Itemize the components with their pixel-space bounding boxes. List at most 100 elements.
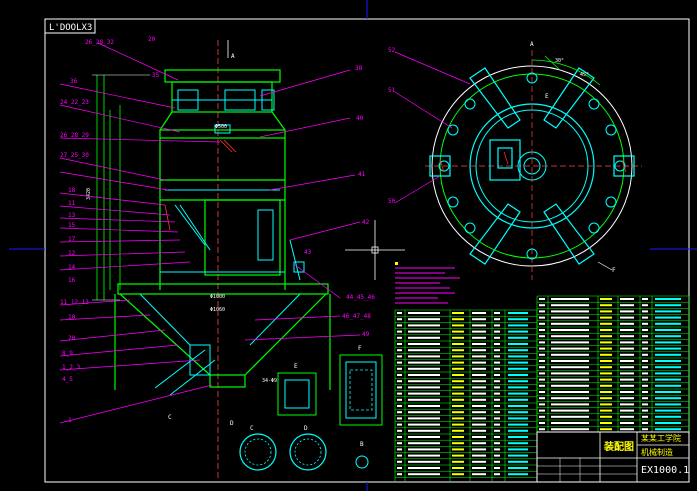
- table-cell-text: [551, 322, 589, 325]
- table-cell-text: [539, 415, 545, 418]
- table-cell-text: [452, 442, 464, 445]
- table-cell-text: [620, 316, 634, 319]
- table-cell-text: [494, 374, 500, 376]
- table-cell-text: [551, 304, 589, 307]
- table-cell-text: [620, 366, 634, 369]
- table-cell-text: [551, 384, 589, 387]
- table-cell-text: [452, 330, 464, 333]
- callout-11: 11: [68, 200, 76, 207]
- table-cell-text: [539, 403, 545, 406]
- table-cell-text: [494, 467, 500, 469]
- table-cell-text: [472, 423, 486, 426]
- svg-text:Φ500: Φ500: [215, 124, 227, 130]
- detail-c-label: C: [250, 425, 254, 432]
- table-cell-text: [620, 304, 634, 307]
- table-cell-text: [539, 422, 545, 424]
- table-cell-text: [408, 436, 440, 438]
- callout-40: 40: [356, 115, 364, 122]
- table-cell-text: [494, 336, 500, 339]
- table-cell-text: [408, 448, 440, 451]
- table-cell-text: [472, 318, 486, 321]
- right-callouts: [244, 69, 361, 341]
- table-cell-text: [600, 316, 612, 319]
- table-cell-text: [494, 324, 500, 327]
- table-cell-text: [655, 347, 681, 350]
- table-cell-text: [494, 454, 500, 457]
- table-cell-text: [642, 329, 648, 331]
- table-cell-text: [642, 310, 648, 313]
- table-cell-text: [508, 448, 528, 451]
- table-cell-text: [397, 343, 402, 345]
- table-cell-text: [655, 353, 681, 356]
- table-cell-text: [539, 397, 545, 400]
- table-cell-text: [600, 409, 612, 412]
- table-cell-text: [508, 330, 528, 333]
- callout-4-5: 4_5: [62, 376, 73, 383]
- callout-38: 38: [355, 65, 363, 72]
- table-cell-text: [494, 367, 500, 370]
- table-cell-text: [472, 460, 486, 463]
- detail-label-34-holes: 34-Φ9: [262, 378, 277, 384]
- table-cell-text: [655, 316, 681, 319]
- table-cell-text: [600, 397, 612, 400]
- table-cell-text: [642, 422, 648, 424]
- callout-12: 12: [68, 250, 76, 257]
- table-cell-text: [620, 353, 634, 356]
- callout-51: 51: [388, 87, 396, 94]
- table-cell-text: [452, 473, 464, 476]
- callout-1: 1: [68, 417, 72, 424]
- table-cell-text: [508, 318, 528, 321]
- table-cell-text: [408, 343, 440, 345]
- left-callouts: [59, 42, 221, 424]
- callout-24-22-23: 24_22_23: [60, 99, 89, 106]
- callout-15: 15: [68, 222, 76, 229]
- callout-26-28-29: 26_28_29: [60, 132, 89, 139]
- table-cell-text: [494, 318, 500, 321]
- crosshair-cursor-icon: [345, 220, 405, 280]
- table-cell-text: [655, 384, 681, 387]
- callout-1-2-3: 1_2_3: [62, 364, 80, 371]
- table-cell-text: [655, 298, 681, 300]
- table-cell-text: [397, 398, 402, 401]
- table-cell-text: [397, 312, 402, 314]
- table-cell-text: [655, 329, 681, 331]
- table-cell-text: [472, 467, 486, 469]
- table-cell-text: [472, 442, 486, 445]
- svg-text:C: C: [168, 414, 172, 421]
- table-cell-text: [508, 398, 528, 401]
- callout-41: 41: [358, 171, 366, 178]
- table-cell-text: [408, 454, 440, 457]
- table-cell-text: [600, 335, 612, 338]
- svg-text:Φ1060: Φ1060: [210, 307, 225, 313]
- table-cell-text: [551, 415, 589, 418]
- table-cell-text: [620, 372, 634, 375]
- table-cell-text: [539, 384, 545, 387]
- table-cell-text: [642, 298, 648, 300]
- callout-17: 17: [68, 236, 76, 243]
- table-cell-text: [655, 360, 681, 362]
- table-cell-text: [508, 367, 528, 370]
- table-cell-text: [397, 392, 402, 395]
- table-cell-text: [452, 324, 464, 327]
- table-cell-text: [452, 349, 464, 352]
- callout-14: 14: [68, 264, 76, 271]
- table-cell-text: [452, 460, 464, 463]
- table-cell-text: [494, 398, 500, 401]
- table-cell-text: [452, 312, 464, 314]
- callout-52: 52: [388, 47, 396, 54]
- table-cell-text: [620, 378, 634, 381]
- title-block-main: 装配图: [604, 442, 634, 453]
- callout-36: 36: [70, 78, 78, 85]
- table-cell-text: [494, 330, 500, 333]
- corner-code-box: L'DOOLX3: [44, 18, 96, 34]
- title-block: [536, 431, 690, 483]
- table-cell-text: [600, 428, 612, 431]
- table-cell-text: [620, 428, 634, 431]
- top-view-callouts: 52 51 50: [388, 47, 471, 205]
- table-cell-text: [472, 367, 486, 370]
- table-cell-text: [508, 312, 528, 314]
- svg-text:Φ1000: Φ1000: [210, 294, 225, 300]
- table-cell-text: [397, 429, 402, 432]
- table-cell-text: [539, 310, 545, 313]
- table-cell-text: [452, 380, 464, 383]
